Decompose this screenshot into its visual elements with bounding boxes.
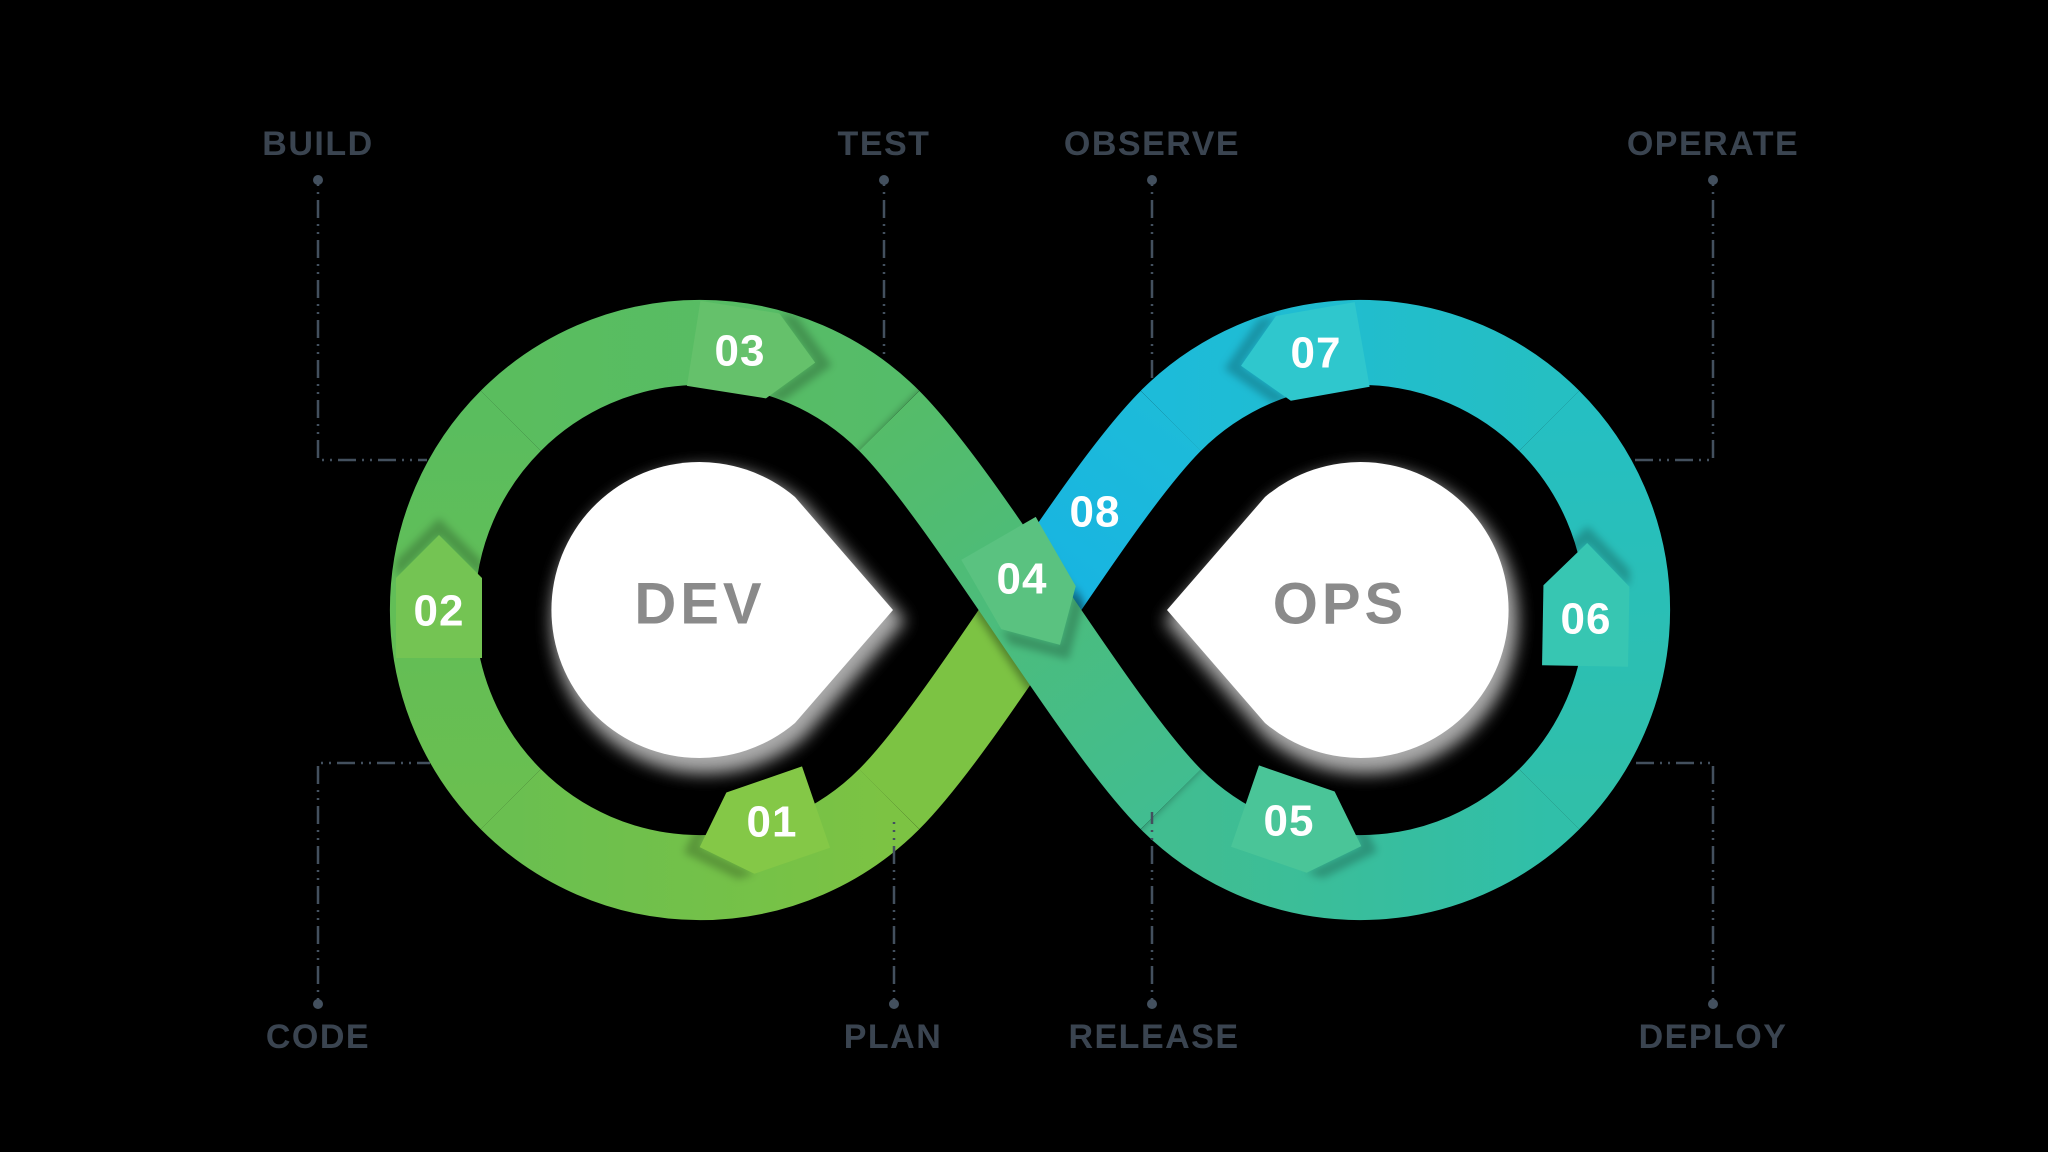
connector-dot-operate [1708, 175, 1718, 185]
label-deploy: DEPLOY [1639, 1018, 1788, 1056]
step-badge-01 [699, 766, 831, 874]
connector-lines [316, 184, 1715, 1000]
step-numbers: 01 02 03 04 05 06 07 08 [414, 327, 1612, 847]
connector-dot-release [1147, 999, 1157, 1009]
ops-teardrop [1167, 462, 1509, 758]
left-ring-segment-01 [480, 768, 920, 921]
right-ring-segment-05 [1140, 768, 1580, 921]
connector-dot-build [313, 175, 323, 185]
connector-build [316, 184, 427, 462]
connector-code [316, 761, 430, 1000]
dev-teardrop [551, 461, 893, 758]
step-badge-shadow-03 [765, 313, 832, 402]
label-observe: OBSERVE [1064, 125, 1240, 163]
step-number-01: 01 [747, 798, 798, 847]
label-build: BUILD [262, 125, 373, 163]
step-number-02: 02 [414, 587, 465, 636]
step-badge-05 [1230, 765, 1362, 873]
label-release: RELEASE [1068, 1018, 1239, 1056]
step-badge-shadow-05 [1306, 791, 1378, 879]
label-code: CODE [266, 1018, 370, 1056]
step-badge-04 [961, 516, 1076, 645]
step-badge-shadow-01 [683, 792, 755, 880]
step-badge-shadow-06 [1543, 526, 1630, 587]
loop-words: DEV OPS [634, 572, 1408, 637]
step-badge-07 [1241, 302, 1370, 401]
dev-word: DEV [634, 572, 765, 637]
step-number-08: 08 [1070, 488, 1121, 537]
ops-word: OPS [1273, 572, 1408, 637]
phase-labels: BUILD TEST OBSERVE OPERATE CODE PLAN REL… [262, 125, 1799, 1056]
label-operate: OPERATE [1627, 125, 1799, 163]
step-badge-03 [686, 300, 816, 399]
connector-dot-code [313, 999, 323, 1009]
step-number-03: 03 [715, 327, 766, 376]
step-number-05: 05 [1264, 797, 1315, 846]
connector-dot-observe [1147, 175, 1157, 185]
step-badge-06 [1542, 543, 1630, 667]
step-badges [396, 300, 1630, 880]
step-number-07: 07 [1291, 329, 1342, 378]
step-number-06: 06 [1561, 595, 1612, 644]
connector-operate [1634, 184, 1715, 462]
connector-dot-plan [889, 999, 899, 1009]
connector-dot-test [879, 175, 889, 185]
step-number-04: 04 [997, 555, 1048, 604]
label-test: TEST [838, 125, 931, 163]
step-badge-shadow-02 [396, 518, 482, 578]
connector-dots [313, 175, 1718, 1009]
step-badge-shadow-07 [1224, 315, 1291, 404]
step-badge-02 [396, 535, 482, 658]
step-badge-shadow-04 [1001, 586, 1085, 660]
label-plan: PLAN [844, 1018, 943, 1056]
connector-dot-deploy [1708, 999, 1718, 1009]
